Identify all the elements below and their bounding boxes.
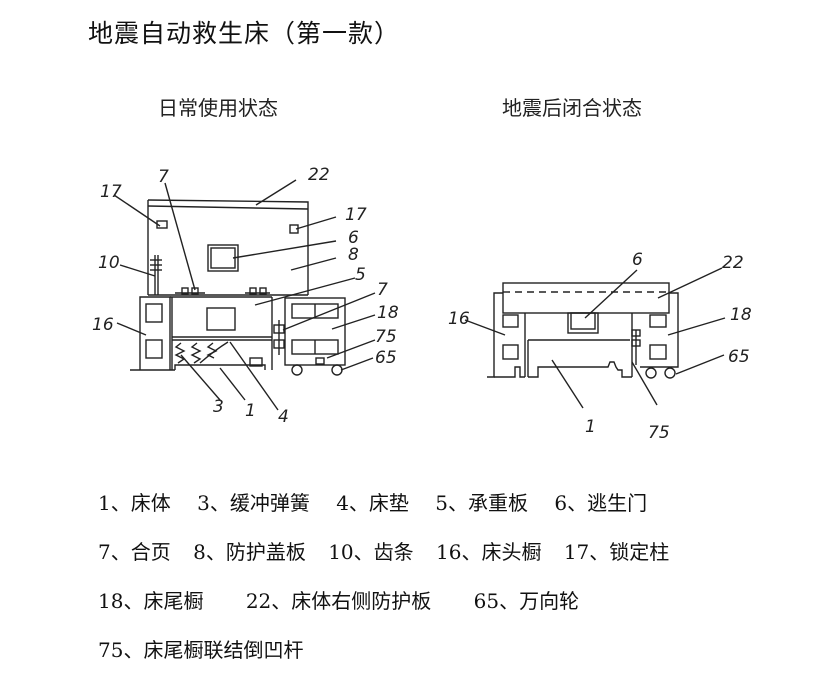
buffer-springs [174,342,218,364]
label-17-left: 17 [100,182,122,202]
label-1-closed: 1 [585,417,596,437]
legend-row: 1、床体 3、缓冲弹簧 4、床垫 5、承重板 6、逃生门 [98,487,647,516]
legend-item: 4、床垫 [336,491,409,515]
legend-row: 7、合页 8、防护盖板 10、齿条 16、床头橱 17、锁定柱 [98,536,669,565]
legend-item: 75、床尾橱联结倒凹杆 [98,638,304,662]
caster-wheel-closed-2 [664,367,676,379]
label-6-closed: 6 [632,250,643,270]
right-figure: 6 22 16 18 65 1 75 [448,250,752,443]
right-figure-caption: 地震后闭合状态 [502,96,642,120]
legend-item: 10、齿条 [328,540,414,564]
label-16-closed: 16 [448,309,470,329]
caster-wheel-closed-1 [645,367,657,379]
foot-cabinet-closed [640,292,679,368]
label-7-side: 7 [377,280,388,300]
legend-item: 16、床头橱 [436,540,542,564]
label-10: 10 [98,253,120,273]
caster-wheel-2 [331,364,343,376]
bed-body [170,296,273,370]
legend-item: 65、万向轮 [473,589,580,613]
leader-lines-left [113,179,376,411]
legend-item: 1、床体 [98,491,171,515]
caster-wheel-1 [291,364,303,376]
label-17-right: 17 [345,205,367,225]
legend-item: 6、逃生门 [554,491,648,515]
label-4: 4 [278,407,289,427]
legend-row: 18、床尾橱 22、床体右侧防护板 65、万向轮 [98,585,579,614]
label-22-closed: 22 [722,253,744,273]
label-6: 6 [348,228,359,248]
legend-item: 17、锁定柱 [563,540,670,564]
label-7-hinge: 7 [158,167,169,187]
label-3: 3 [213,397,224,417]
label-22: 22 [308,165,330,185]
hinge-left [175,287,205,295]
legend-item: 8、防护盖板 [193,540,306,564]
escape-door-inner [570,312,596,330]
label-75: 75 [375,327,397,347]
hinge-right [245,287,270,295]
legend-row: 75、床尾橱联结倒凹杆 [98,634,303,663]
legend-item: 7、合页 [98,540,171,564]
mattress [199,341,229,364]
foot-cabinet [284,297,346,366]
linkage-rod [631,329,641,365]
head-cabinet-closed [487,292,525,378]
label-5: 5 [355,265,366,285]
head-cabinet [130,296,175,371]
legend-item: 18、床尾橱 [98,589,204,613]
hinge-side [273,320,285,355]
left-figure-caption: 日常使用状态 [158,96,278,120]
label-65: 65 [375,348,397,368]
left-figure: 7 22 17 17 6 8 10 5 7 16 18 75 65 3 1 4 [92,165,399,427]
legend-item: 5、承重板 [435,491,529,515]
label-65-closed: 65 [728,347,750,367]
label-18-closed: 18 [730,305,752,325]
rack [150,255,162,295]
label-16: 16 [92,315,114,335]
escape-door-closed [567,312,599,334]
label-8: 8 [348,245,359,265]
legend-item: 22、床体右侧防护板 [245,589,432,613]
label-18: 18 [377,303,399,323]
bed-body-closed [524,313,633,378]
leader-lines-right [464,267,726,409]
page-title: 地震自动救生床（第一款） [88,19,401,48]
legend-item: 3、缓冲弹簧 [197,491,310,515]
protective-cover-panel [147,199,309,296]
label-1: 1 [245,401,256,421]
escape-door-bed [206,307,236,331]
top-protective-panel [502,282,670,314]
label-75-closed: 75 [648,423,670,443]
